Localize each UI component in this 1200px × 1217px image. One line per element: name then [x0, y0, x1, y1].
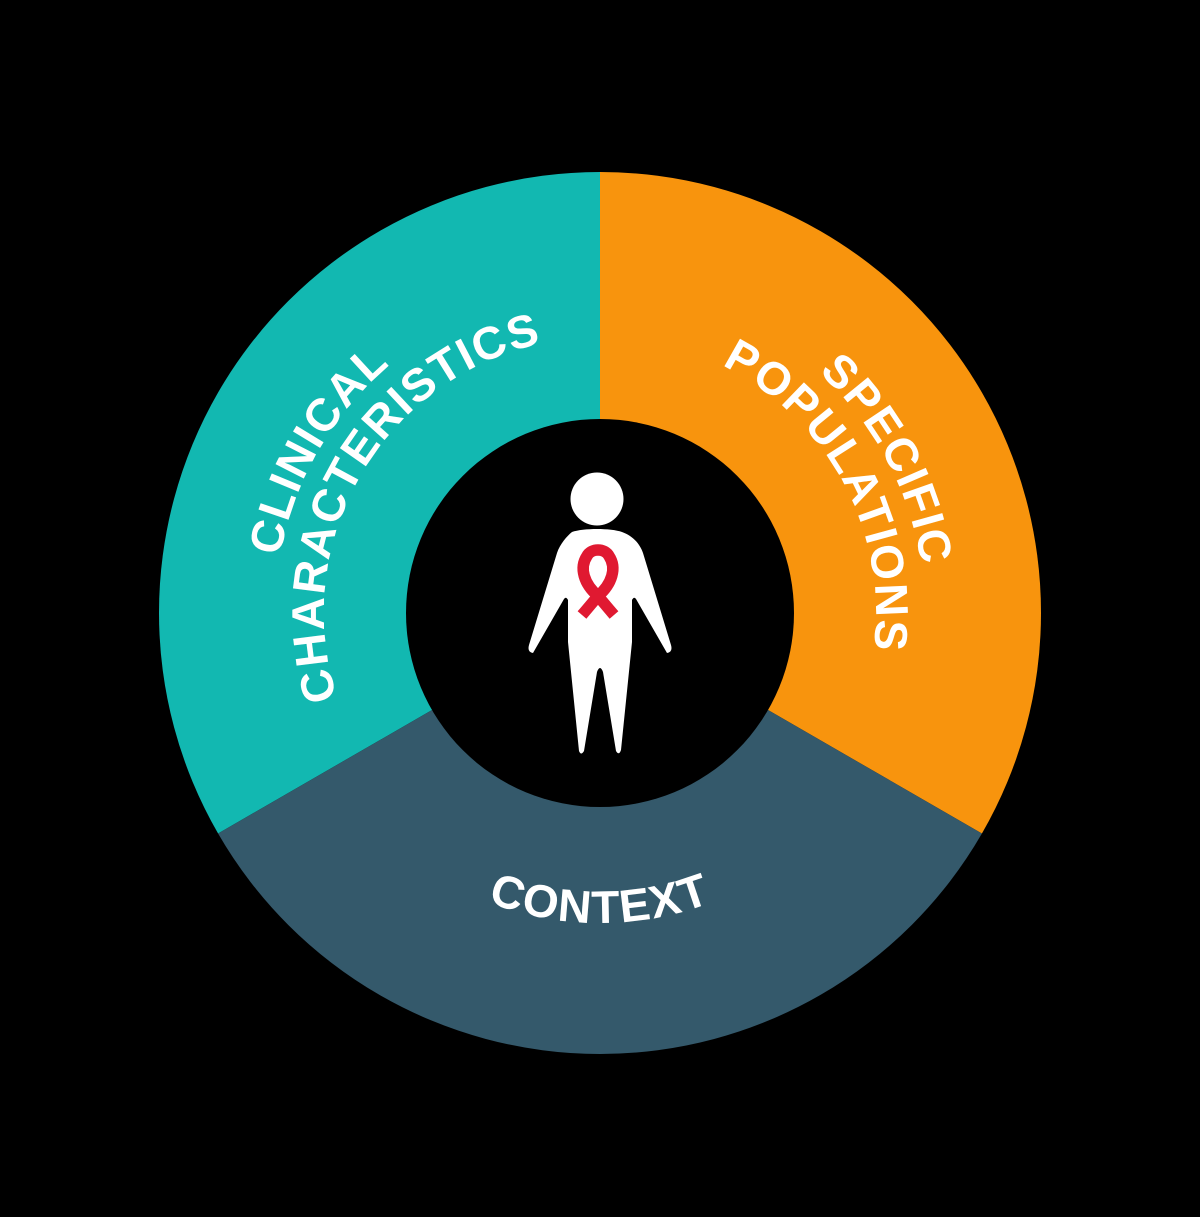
person-body: [528, 529, 672, 754]
person-head: [570, 472, 624, 526]
awareness-ribbon-icon: [577, 544, 619, 619]
person-icon: [528, 472, 672, 754]
segment-context: [218, 613, 982, 1055]
